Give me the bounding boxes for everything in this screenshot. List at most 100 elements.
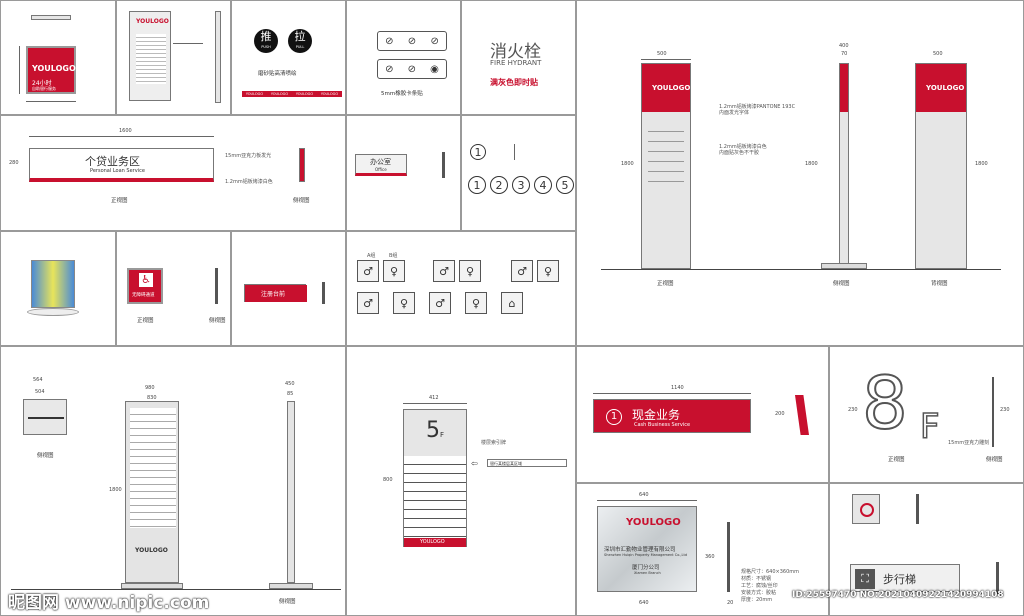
totem-back-caption: 背视图 bbox=[931, 281, 948, 287]
brand-logo: YOULOGO bbox=[926, 84, 965, 92]
dim-564: 564 bbox=[33, 377, 43, 383]
prohibit-strip-2: ⊘ ⊘ ◉ bbox=[377, 59, 447, 79]
panel-prohibited-icons: ⊘ ⊘ ⊘ ⊘ ⊘ ◉ 5mm橡胶卡条贴 bbox=[346, 0, 461, 115]
loan-width: 1600 bbox=[119, 128, 132, 134]
panel-info-board: YOULOGO bbox=[116, 0, 231, 115]
cash-side-view bbox=[795, 395, 809, 435]
panel-fire-hydrant: 消火栓 FIRE HYDRANT 满灰色即时贴 bbox=[461, 0, 576, 115]
brand-logo: YOULOGO bbox=[652, 84, 691, 92]
hours-text: 24小时 bbox=[32, 80, 52, 87]
totem-back: YOULOGO bbox=[915, 63, 967, 269]
panel-directory-pillar: 564 504 侧视图 980 830 YOULOGO 1800 450 85 … bbox=[0, 346, 346, 616]
totem-back-height: 1800 bbox=[975, 161, 988, 167]
floor-rows bbox=[404, 456, 466, 538]
male-icon: ♂ bbox=[429, 292, 451, 314]
accessible-front-caption: 正视图 bbox=[137, 318, 154, 324]
pull-label: 拉 bbox=[294, 30, 306, 43]
floor-guide-footer: YOULOGO bbox=[404, 538, 466, 547]
plate-side-view bbox=[727, 522, 730, 592]
totem-front-list bbox=[648, 122, 684, 182]
info-lines bbox=[136, 34, 166, 84]
top-rail bbox=[31, 15, 71, 20]
cash-width: 1140 bbox=[671, 385, 684, 391]
totem-note-2: 1.2mm铝板烤漆白色 bbox=[719, 144, 767, 150]
cash-title-en: Cash Business Service bbox=[634, 422, 691, 428]
fire-title-en: FIRE HYDRANT bbox=[490, 59, 542, 67]
register-sign: 注册台前 bbox=[244, 284, 307, 302]
office-side-view bbox=[442, 152, 445, 178]
loan-title-en: Personal Loan Service bbox=[90, 168, 145, 174]
pointer-arrow-icon: ⇦ bbox=[471, 459, 478, 468]
totem-front-header: YOULOGO bbox=[642, 64, 690, 112]
dim-830: 830 bbox=[147, 395, 157, 401]
dim-line bbox=[593, 393, 751, 394]
company-plate: YOULOGO 深圳市汇勤物业管理有限公司 Shenzhen Huiqin Pr… bbox=[597, 506, 697, 592]
pull-en: PULL bbox=[295, 45, 305, 49]
panel-stair-sign: ⛶ 步行梯 bbox=[829, 483, 1024, 616]
panel-cash-business: 1140 1 现金业务 Cash Business Service 200 bbox=[576, 346, 829, 483]
panel-office-sign: 办公室 Office bbox=[346, 115, 461, 231]
accessible-sign: ♿ 无障碍通道 bbox=[127, 268, 163, 304]
panel-floor-guide: 412 5F YOULOGO 800 楼层索引牌 ⇦ 银行某楼层某区域 bbox=[346, 346, 576, 616]
no-entry-sign bbox=[852, 494, 880, 524]
dim-980: 980 bbox=[145, 385, 155, 391]
plate-width: 640 bbox=[639, 492, 649, 498]
brand-logo: YOULOGO bbox=[626, 517, 681, 528]
branch-name: 厦门分公司 bbox=[632, 565, 660, 571]
no-pet-icon: ⊘ bbox=[385, 63, 394, 75]
loan-side-caption: 侧视图 bbox=[293, 198, 310, 204]
info-board-side bbox=[215, 11, 221, 103]
group-label-a: A组 bbox=[367, 253, 376, 259]
floor-guide-note: 楼层索引牌 bbox=[481, 440, 507, 446]
floor-guide-height: 800 bbox=[383, 477, 393, 483]
number-circle: 1 bbox=[470, 144, 486, 160]
dim-line bbox=[597, 500, 697, 501]
8f-front-caption: 正视图 bbox=[888, 457, 905, 463]
male-restroom-icon: ♂ bbox=[511, 260, 533, 282]
loan-sign: 个贷业务区 Personal Loan Service bbox=[29, 148, 214, 182]
number-circle: 2 bbox=[490, 176, 508, 194]
panel-numbers: 1 1 2 3 4 5 bbox=[461, 115, 576, 231]
panel-push-pull: 推 PUSH 拉 PULL 磨砂贴高清喷绘 YOULOGO YOULOGO YO… bbox=[231, 0, 346, 115]
totem-note-1: 1.2mm铝板烤漆PANTONE 193C bbox=[719, 104, 796, 110]
dim-450: 450 bbox=[285, 381, 295, 387]
plate-spec-4: 安装方式：胶粘 bbox=[741, 590, 777, 596]
prohibit-caption: 5mm橡胶卡条贴 bbox=[381, 91, 423, 97]
pillar-back-caption: 侧视图 bbox=[279, 599, 296, 605]
dim-504: 504 bbox=[35, 389, 45, 395]
panel-brochure-stand bbox=[0, 231, 116, 346]
fire-note: 满灰色即时贴 bbox=[490, 78, 538, 87]
register-side bbox=[322, 282, 325, 304]
no-entry-icon bbox=[860, 503, 874, 517]
totem-side-height: 1800 bbox=[805, 161, 818, 167]
dim-line bbox=[403, 403, 467, 404]
pillar-top-view bbox=[23, 399, 67, 435]
floor-guide-width: 412 bbox=[429, 395, 439, 401]
push-circle: 推 PUSH bbox=[254, 29, 278, 53]
plate-height: 360 bbox=[705, 554, 715, 560]
8f-digit: 8 bbox=[861, 360, 909, 446]
prohibit-strip-1: ⊘ ⊘ ⊘ bbox=[377, 31, 447, 51]
8f-side-view bbox=[992, 377, 994, 447]
strip-logo: YOULOGO bbox=[270, 92, 289, 96]
floor-guide-board: 5F YOULOGO bbox=[403, 409, 467, 547]
pillar-side-view bbox=[287, 401, 295, 583]
number-circle: 4 bbox=[534, 176, 552, 194]
no-dog-icon: ⊘ bbox=[385, 35, 394, 47]
loan-title: 个贷业务区 bbox=[85, 155, 140, 168]
8f-unit: F bbox=[919, 406, 940, 448]
push-label: 推 bbox=[260, 30, 272, 43]
totem-side-width: 400 bbox=[839, 43, 849, 49]
8f-height: 230 bbox=[848, 407, 858, 413]
dim-85: 85 bbox=[287, 391, 294, 397]
no-child-icon: ⊘ bbox=[407, 63, 417, 75]
female-icon: ♀ bbox=[465, 292, 487, 314]
cash-height: 200 bbox=[775, 411, 785, 417]
ground-line bbox=[11, 589, 341, 590]
dim-line bbox=[514, 144, 515, 160]
office-sub: Office bbox=[375, 167, 387, 172]
brand-logo: YOULOGO bbox=[135, 547, 168, 554]
panel-accessible: ♿ 无障碍通道 正视图 侧视图 bbox=[116, 231, 231, 346]
panel-hanging-sign: YOULOGO 24小时 自助银行服务 bbox=[0, 0, 116, 115]
id-watermark: ID:25597470 NO:20210409221420994108 bbox=[792, 590, 1004, 600]
